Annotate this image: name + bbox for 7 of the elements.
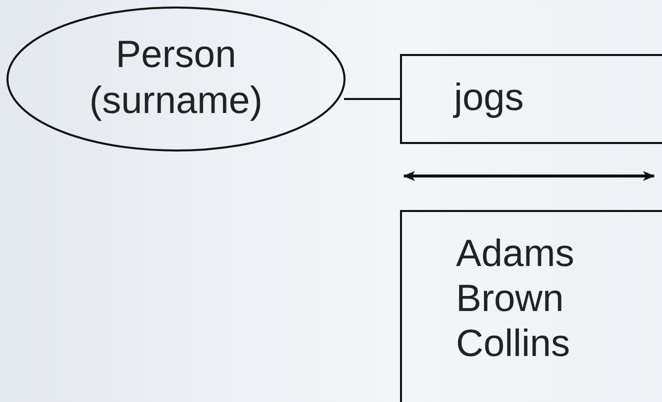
relation-box: [400, 54, 662, 144]
value-list-box: [400, 210, 662, 402]
connector-line: [344, 98, 400, 100]
node-label: Person (surname): [88, 33, 264, 124]
node-label: jogs: [454, 76, 524, 122]
entity-ellipse: [6, 6, 346, 152]
value-list: Adams Brown Collins: [456, 232, 586, 366]
